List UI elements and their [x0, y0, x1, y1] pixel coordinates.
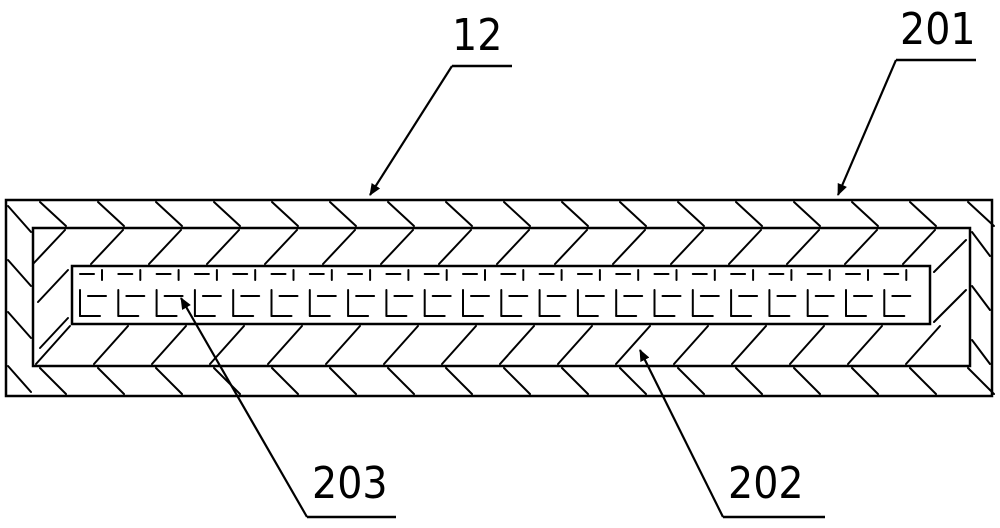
hatch-stroke [504, 202, 530, 226]
hatch-stroke [558, 326, 592, 364]
hatch-stroke [265, 230, 297, 264]
hatch-stroke [500, 326, 534, 364]
hatch-stroke [732, 326, 766, 364]
hatch-stroke [972, 286, 990, 310]
hatch-stroke [330, 368, 356, 394]
hatch-stroke [671, 230, 703, 264]
hatch-stroke [94, 326, 128, 364]
hatch-stroke [678, 368, 704, 394]
hatch-stroke [33, 230, 65, 264]
hatch-stroke [678, 202, 704, 226]
leader-201-arrow [838, 60, 896, 195]
hatch-stroke [497, 230, 529, 264]
hatch-stroke [852, 202, 878, 226]
hatch-stroke [40, 202, 66, 226]
hatch-stroke [934, 290, 966, 322]
hatch-stroke [620, 202, 646, 226]
hatch-stroke [790, 326, 824, 364]
leader-lines [181, 60, 976, 517]
hatch-stroke [38, 270, 68, 302]
hatch-stroke [326, 326, 360, 364]
hatch-stroke [442, 326, 476, 364]
hatch-stroke [91, 230, 123, 264]
hatch-stroke [330, 202, 356, 226]
hatch-stroke [562, 368, 588, 394]
hatch-stroke [8, 206, 31, 232]
hatch-stroke [910, 368, 936, 394]
hatch-stroke [36, 326, 70, 364]
hatch-stroke [910, 202, 936, 226]
hatch-stroke [40, 368, 66, 394]
hatch-stroke [972, 340, 990, 364]
core-l-pattern [80, 270, 910, 316]
hatch-stroke [504, 368, 530, 394]
hatch-stroke [214, 202, 240, 226]
hatch-stroke [794, 202, 820, 226]
hatch-stroke [156, 202, 182, 226]
hatch-stroke [446, 202, 472, 226]
hatch-stroke [613, 230, 645, 264]
hatch-stroke [972, 232, 990, 256]
hatch-stroke [384, 326, 418, 364]
hatch-stroke [906, 326, 940, 364]
label-203: 203 [312, 462, 388, 506]
leader-203-arrow [181, 298, 307, 517]
hatch-stroke [903, 230, 935, 264]
hatch-stroke [446, 368, 472, 394]
hatch-stroke [555, 230, 587, 264]
hatch-stroke [268, 326, 302, 364]
hatch-stroke [8, 260, 31, 286]
hatch-stroke [620, 368, 646, 394]
hatch-stroke [562, 202, 588, 226]
hatch-stroke [729, 230, 761, 264]
hatch-stroke [852, 368, 878, 394]
hatch-stroke [848, 326, 882, 364]
hatch-stroke [272, 368, 298, 394]
hatch-stroke [214, 368, 240, 394]
label-202: 202 [728, 462, 804, 506]
hatch-stroke [968, 202, 994, 226]
hatch-stroke [98, 368, 124, 394]
hatch-stroke [787, 230, 819, 264]
label-12: 12 [452, 14, 502, 58]
hatch-stroke [736, 202, 762, 226]
hatch-stroke [149, 230, 181, 264]
hatch-stroke [8, 312, 31, 338]
leader-12-arrow [370, 66, 452, 195]
hatch-stroke [8, 366, 31, 392]
hatch-stroke [156, 368, 182, 394]
hatch-stroke [736, 368, 762, 394]
label-201: 201 [900, 8, 976, 52]
leader-202-arrow [640, 350, 723, 517]
hatch-stroke [272, 202, 298, 226]
hatch-stroke [381, 230, 413, 264]
hatch-stroke [968, 368, 994, 394]
hatch-stroke [845, 230, 877, 264]
hatch-stroke [674, 326, 708, 364]
hatch-stroke [439, 230, 471, 264]
hatch-stroke [388, 368, 414, 394]
hatch-stroke [323, 230, 355, 264]
hatch-stroke [152, 326, 186, 364]
hatch-stroke [388, 202, 414, 226]
hatch-stroke [794, 368, 820, 394]
hatch-stroke [207, 230, 239, 264]
hatch-stroke [98, 202, 124, 226]
hatch-stroke [934, 240, 966, 272]
